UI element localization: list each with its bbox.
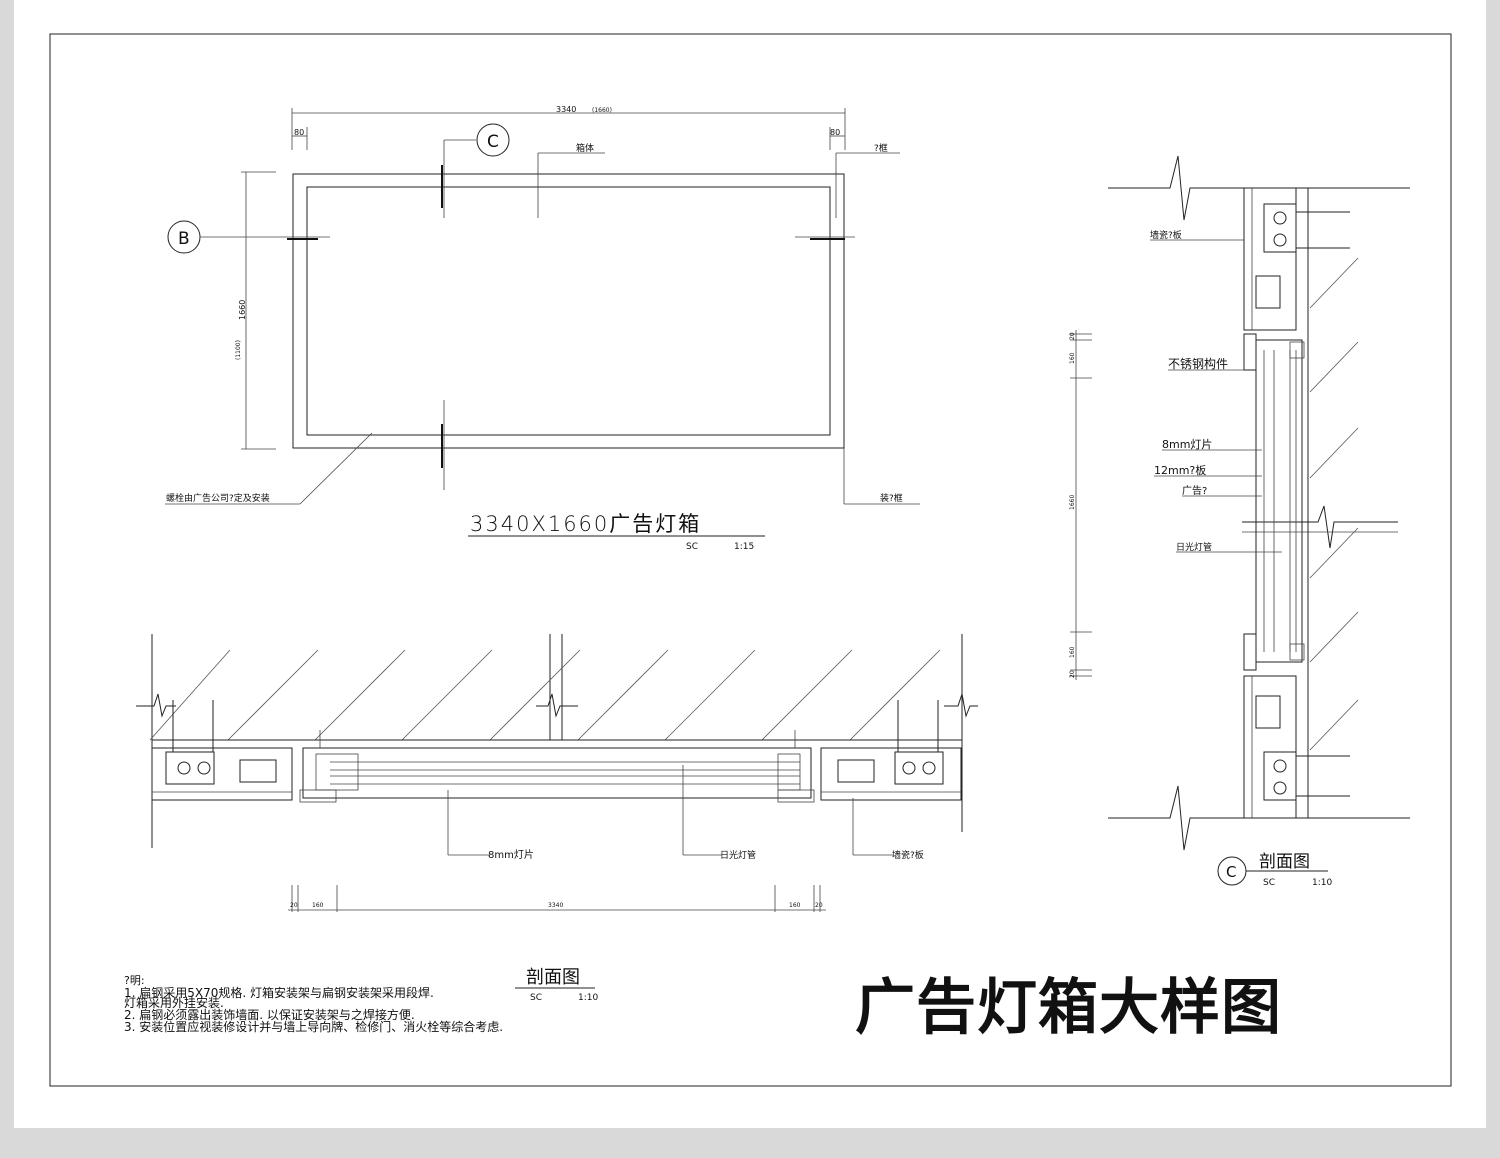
- label-side-tile: 墙瓷?板: [1150, 229, 1182, 241]
- side-section-view: 20 160 1660 160 20 墙瓷?板 不锈钢构件 8mm灯片 12mm…: [1069, 155, 1410, 888]
- dim-height-sub: (1100): [235, 340, 242, 360]
- label-side-steel: 不锈钢构件: [1168, 356, 1228, 371]
- sheet-border: [49, 33, 1452, 1087]
- label-side-ad: 广告?: [1182, 484, 1207, 497]
- side-section-title: 剖面图: [1259, 852, 1310, 872]
- label-side-glass: 8mm灯片: [1162, 438, 1212, 451]
- notes-line-1: 1. 扁钢采用5X70规格. 灯箱安装架与扁钢安装架采用段焊.: [124, 985, 434, 1000]
- dim-right-margin: 80: [830, 128, 840, 137]
- elevation-scale: 1:15: [734, 542, 754, 552]
- plan-section-scale-code: SC: [530, 993, 542, 1003]
- label-plan-glass: 8mm灯片: [488, 848, 534, 861]
- dim-width: 3340: [556, 105, 576, 114]
- plan-section-view: 8mm灯片 日光灯管 墙瓷?板 20 160 3340 160 20 剖面图 S…: [136, 634, 978, 1003]
- label-plan-tile: 墙瓷?板: [892, 849, 924, 861]
- side-section-scale-code: SC: [1263, 878, 1275, 888]
- sheet-title: 广告灯箱大样图: [855, 973, 1282, 1043]
- side-dim-5: 20: [1069, 670, 1076, 678]
- marker-b: B: [178, 229, 190, 249]
- notes-block: ?明: 1. 扁钢采用5X70规格. 灯箱安装架与扁钢安装架采用段焊. 灯箱采用…: [124, 974, 503, 1034]
- label-frame-bottom: 装?框: [880, 492, 903, 504]
- plan-dim-1: 20: [290, 902, 298, 909]
- plan-section-title: 剖面图: [526, 967, 580, 988]
- side-dim-4: 160: [1069, 646, 1076, 658]
- label-bolt: 螺栓由广告公司?定及安装: [166, 492, 270, 504]
- plan-dim-2: 160: [312, 902, 324, 909]
- label-side-board: 12mm?板: [1154, 463, 1206, 477]
- plan-dim-4: 160: [789, 902, 801, 909]
- notes-heading: ?明:: [124, 974, 145, 987]
- side-section-scale: 1:10: [1312, 878, 1332, 888]
- elevation-view: 3340 (1660) 80 80 1660 (1100) C B 箱体: [165, 105, 920, 552]
- side-dim-2: 160: [1069, 352, 1076, 364]
- plan-dim-5: 20: [815, 902, 823, 909]
- notes-line-2: 灯箱采用外挂安装.: [124, 995, 224, 1010]
- plan-section-scale: 1:10: [578, 993, 598, 1003]
- elevation-title: 3340X1660广告灯箱: [470, 512, 701, 536]
- side-dim-3: 1660: [1069, 495, 1076, 510]
- label-plan-tube: 日光灯管: [720, 849, 756, 861]
- label-frame-top: ?框: [874, 142, 888, 154]
- label-side-tube: 日光灯管: [1176, 541, 1212, 553]
- side-marker-c: C: [1226, 863, 1236, 881]
- label-box: 箱体: [576, 142, 594, 154]
- dim-left-margin: 80: [294, 128, 304, 137]
- plan-dim-3: 3340: [548, 902, 563, 909]
- elevation-scale-code: SC: [686, 542, 698, 552]
- side-dim-1: 20: [1069, 332, 1076, 340]
- notes-line-3: 2. 扁钢必须露出装饰墙面. 以保证安装架与之焊接方便.: [124, 1007, 415, 1022]
- dim-height: 1660: [238, 300, 247, 320]
- dim-width-sub: (1660): [592, 107, 612, 114]
- marker-c: C: [487, 132, 499, 152]
- notes-line-4: 3. 安装位置应视装修设计并与墙上导向牌、检修门、消火栓等综合考虑.: [124, 1019, 503, 1034]
